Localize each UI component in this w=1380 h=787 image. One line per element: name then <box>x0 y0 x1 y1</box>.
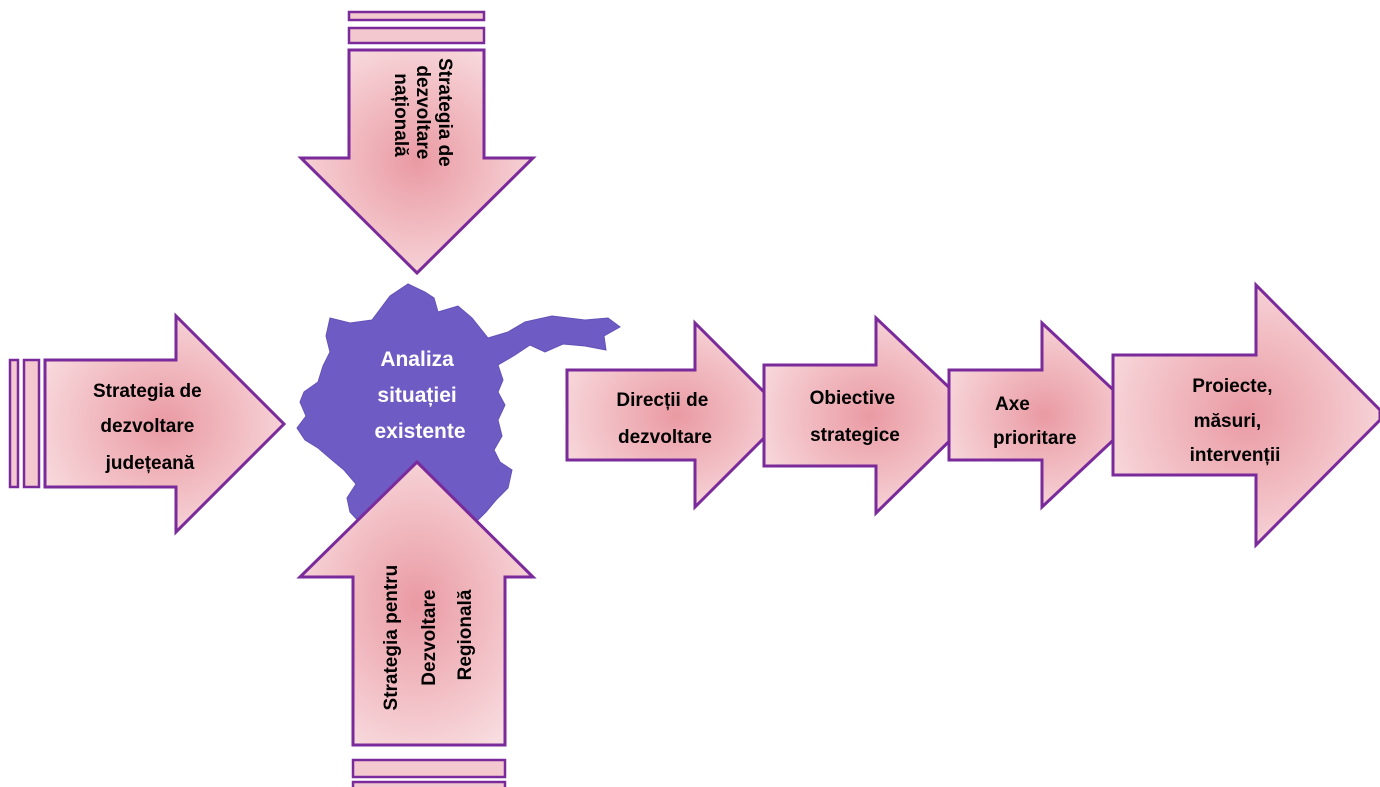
regional-strategy-bar-2 <box>351 780 507 787</box>
flow-arrow-projects-line-3: intervenții <box>1190 445 1281 466</box>
flow-arrow-directions-line-2: dezvoltare <box>618 427 712 448</box>
flow-arrow-axes: Axe prioritare <box>947 319 1143 511</box>
flow-arrow-directions-shape <box>565 319 790 511</box>
analysis-line-2: situației <box>377 384 456 407</box>
national-strategy-line-3: națională <box>390 73 411 157</box>
regional-strategy-label: Strategia pentru Dezvoltare Regională <box>381 560 476 711</box>
flow-arrow-projects: Proiecte, măsuri, intervenții <box>1111 281 1380 549</box>
flow-arrow-objectives-label: Obiective strategice <box>810 388 901 446</box>
county-strategy-line-2: dezvoltare <box>100 416 194 437</box>
regional-strategy-line-1: Strategia pentru <box>381 565 402 711</box>
regional-strategy-bar-1 <box>351 758 507 779</box>
national-strategy-label: Strategia de dezvoltare națională <box>390 58 455 172</box>
flow-arrow-objectives-shape <box>762 314 980 517</box>
analysis-line-1: Analiza <box>380 348 454 371</box>
flow-arrow-axes-label: Axe prioritare <box>993 394 1076 449</box>
analysis-blob-shape <box>296 283 621 546</box>
flow-arrow-directions-line-1: Direcții de <box>616 390 708 411</box>
flow-arrow-directions: Direcții de dezvoltare <box>565 319 790 511</box>
flow-arrow-projects-label: Proiecte, măsuri, intervenții <box>1190 376 1281 466</box>
analysis-blob: Analiza situației existente <box>296 283 621 546</box>
flow-arrow-objectives-line-2: strategice <box>810 425 900 446</box>
flow-arrow-projects-line-1: Proiecte, <box>1192 376 1272 397</box>
county-strategy-arrow: Strategia de dezvoltare județeană <box>8 312 287 536</box>
flow-arrow-axes-line-2: prioritare <box>993 428 1076 449</box>
flow-arrow-axes-line-1: Axe <box>995 394 1030 415</box>
national-strategy-arrow: Strategia de dezvoltare națională <box>297 10 537 276</box>
flow-arrow-directions-label: Direcții de dezvoltare <box>616 390 713 448</box>
county-strategy-line-1: Strategia de <box>93 381 202 402</box>
county-strategy-bar-2 <box>22 358 41 489</box>
national-strategy-arrow-shape <box>297 48 537 276</box>
county-strategy-line-3: județeană <box>105 453 195 474</box>
flow-arrow-axes-shape <box>947 319 1143 511</box>
analysis-line-3: existente <box>374 420 465 443</box>
flow-arrow-projects-shape <box>1111 281 1380 549</box>
flow-arrow-projects-line-2: măsuri, <box>1194 411 1262 432</box>
flow-arrow-objectives: Obiective strategice <box>762 314 980 517</box>
regional-strategy-arrow-shape <box>296 459 537 747</box>
national-strategy-line-1: Strategia de <box>434 58 455 167</box>
county-strategy-label: Strategia de dezvoltare județeană <box>93 381 207 474</box>
national-strategy-bar-2 <box>347 26 486 45</box>
county-strategy-arrow-shape <box>43 312 287 536</box>
national-strategy-line-2: dezvoltare <box>412 65 433 159</box>
regional-strategy-line-3: Regională <box>455 589 476 680</box>
flow-arrow-objectives-line-1: Obiective <box>810 388 896 409</box>
national-strategy-bar-1 <box>347 10 486 22</box>
regional-strategy-line-2: Dezvoltare <box>419 590 440 686</box>
county-strategy-bar-1 <box>8 358 20 489</box>
analysis-label: Analiza situației existente <box>374 348 465 443</box>
regional-strategy-arrow: Strategia pentru Dezvoltare Regională <box>296 459 537 787</box>
